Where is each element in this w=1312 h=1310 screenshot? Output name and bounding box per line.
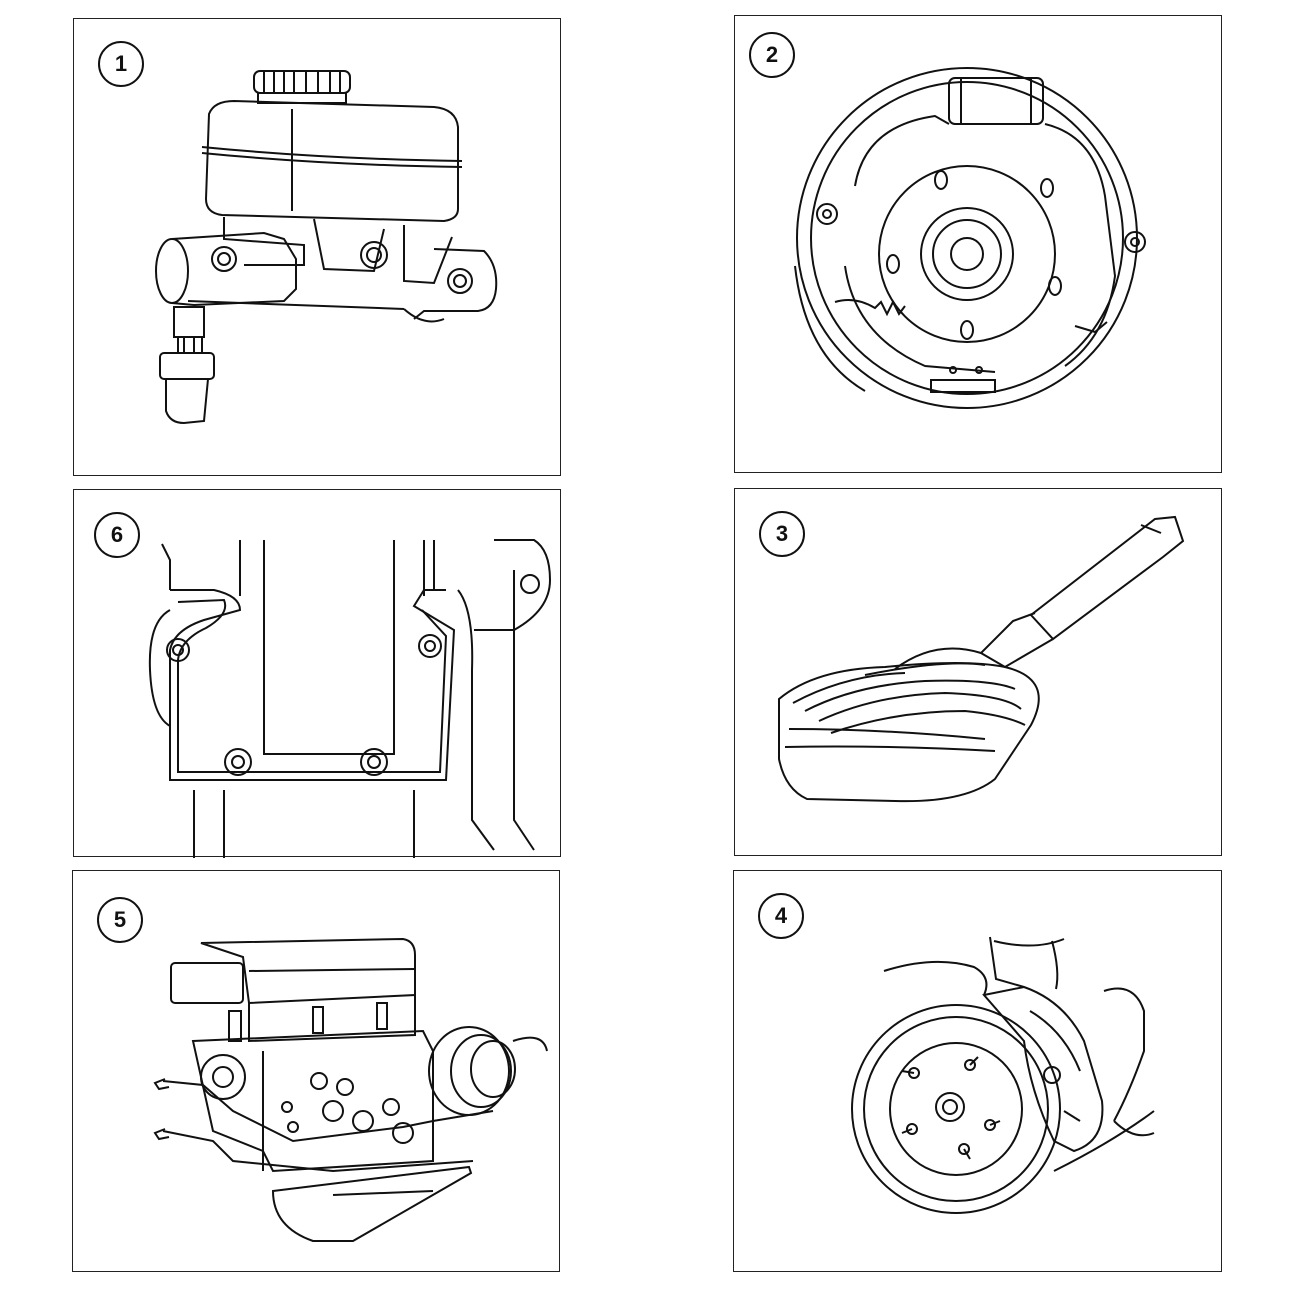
step-badge-2: 2 (749, 32, 795, 78)
drum-brake-illustration (735, 16, 1223, 474)
lever-boot-illustration (735, 489, 1223, 857)
bracket-illustration (74, 490, 562, 858)
step-badge-4: 4 (758, 893, 804, 939)
panel-6-bracket: 6 (73, 489, 561, 857)
panel-1-master-cylinder: 1 (73, 18, 561, 476)
panel-4-disc-brake: 4 (733, 870, 1222, 1272)
step-badge-6: 6 (94, 512, 140, 558)
step-badge-5: 5 (97, 897, 143, 943)
disc-brake-illustration (734, 871, 1223, 1273)
panel-2-drum-brake: 2 (734, 15, 1222, 473)
master-cylinder-illustration (74, 19, 562, 477)
step-badge-1: 1 (98, 41, 144, 87)
panel-5-abs-unit: 5 (72, 870, 560, 1272)
panel-3-parking-brake-lever: 3 (734, 488, 1222, 856)
abs-unit-illustration (73, 871, 561, 1273)
step-badge-3: 3 (759, 511, 805, 557)
